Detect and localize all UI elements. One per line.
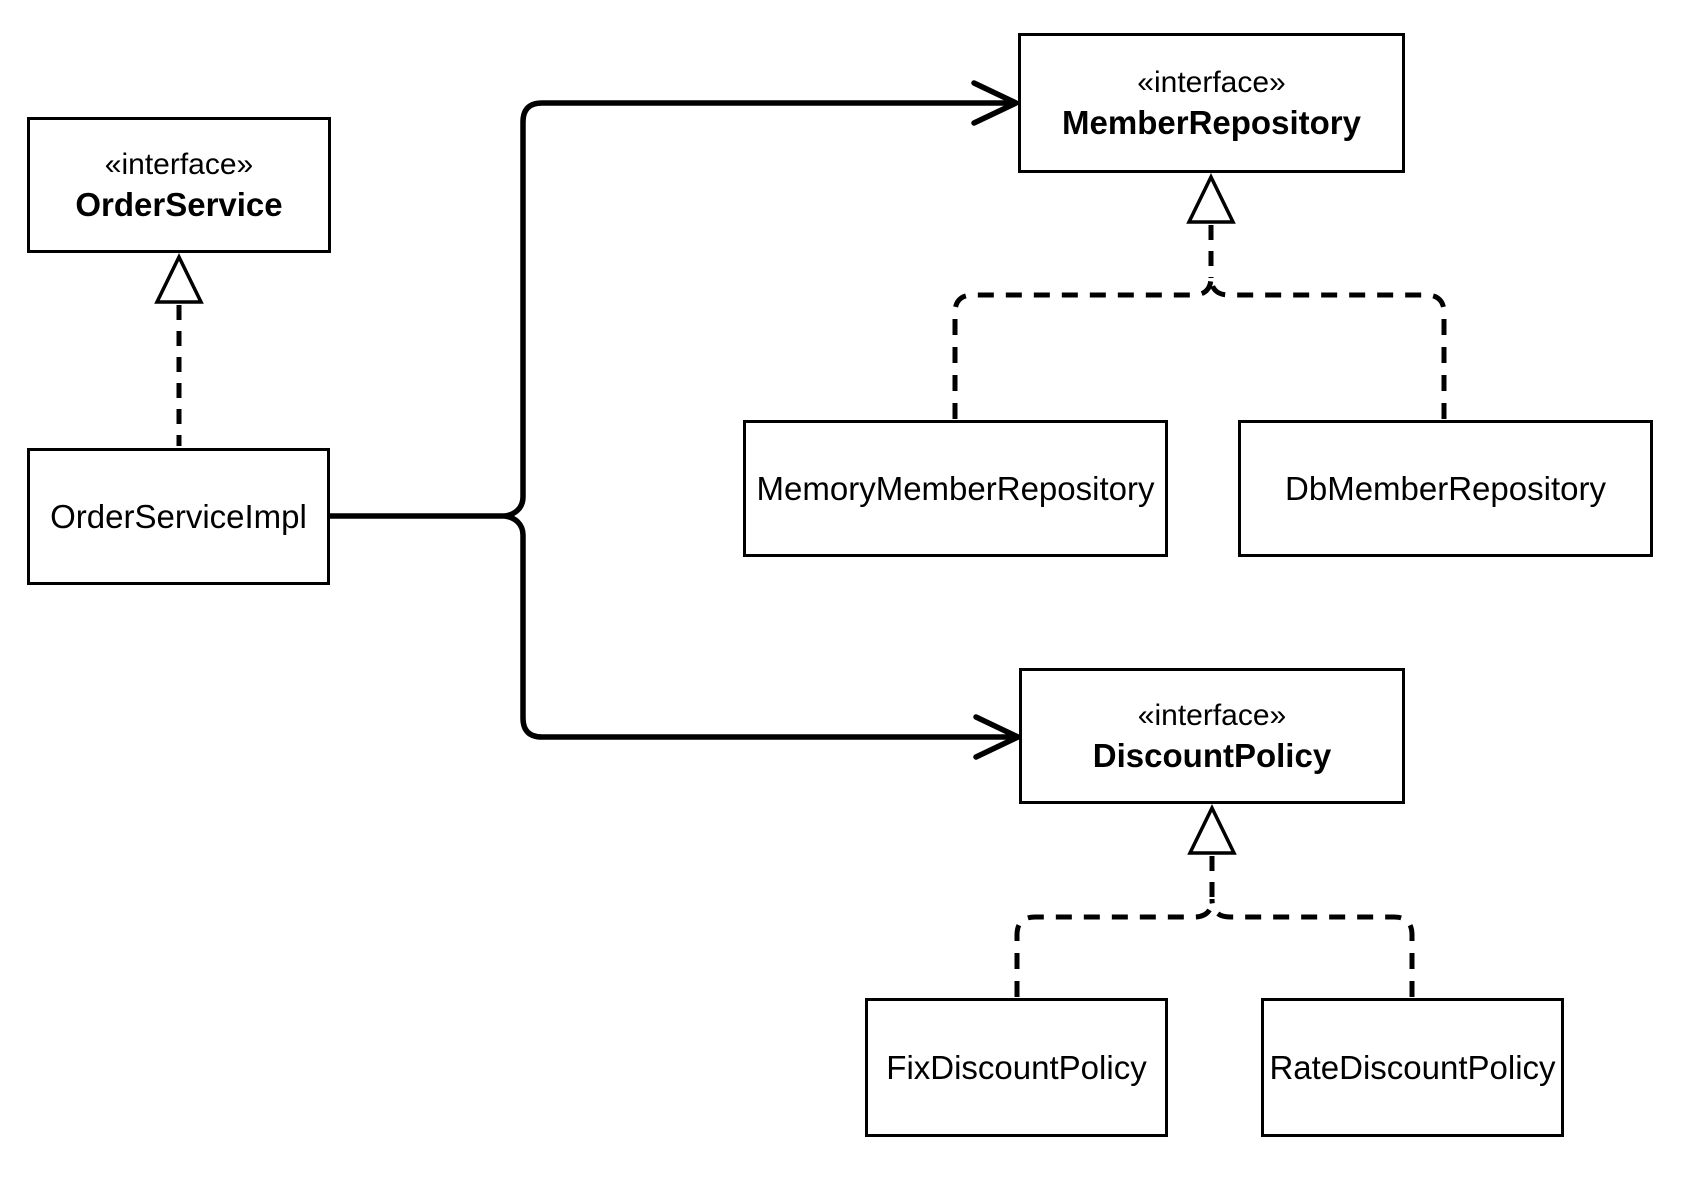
node-name: FixDiscountPolicy — [886, 1048, 1147, 1086]
stereotype-label: «interface» — [104, 148, 254, 181]
hollow-triangle-icon — [1187, 804, 1237, 855]
node-order-service-impl: OrderServiceImpl — [27, 448, 330, 585]
hollow-triangle-icon — [1186, 173, 1236, 224]
node-fix-discount-policy: FixDiscountPolicy — [865, 998, 1168, 1137]
hollow-triangle-icon — [154, 253, 204, 304]
node-name: MemoryMemberRepository — [756, 469, 1155, 507]
stereotype-label: «interface» — [1137, 66, 1286, 99]
realization-edge-dbmemberrepository-memberrepository — [1208, 276, 1447, 419]
node-member-repository: «interface» MemberRepository — [1018, 33, 1405, 173]
node-name: OrderServiceImpl — [50, 497, 307, 535]
node-name: OrderService — [75, 186, 283, 223]
stereotype-label: «interface» — [1137, 699, 1287, 732]
node-name: MemberRepository — [1062, 104, 1361, 141]
open-arrowhead-icon — [973, 714, 1021, 760]
dependency-edge-orderserviceimpl-memberrepository — [330, 80, 1019, 519]
node-order-service: «interface» OrderService — [27, 117, 331, 253]
realization-edge-ratediscountpolicy-discountpolicy — [1209, 898, 1415, 997]
dependency-edge-orderserviceimpl-discountpolicy — [504, 513, 1021, 760]
node-name: DbMemberRepository — [1285, 469, 1606, 507]
realization-edge-fixdiscountpolicy-discountpolicy — [1014, 898, 1215, 997]
node-rate-discount-policy: RateDiscountPolicy — [1261, 998, 1564, 1137]
node-discount-policy: «interface» DiscountPolicy — [1019, 668, 1405, 804]
node-name: RateDiscountPolicy — [1269, 1048, 1556, 1086]
realization-arrow-memberrepository — [1186, 173, 1236, 278]
open-arrowhead-icon — [971, 80, 1019, 126]
node-db-member-repository: DbMemberRepository — [1238, 420, 1653, 557]
realization-edge-memorymemberrepository-memberrepository — [952, 276, 1214, 419]
realization-arrow-discountpolicy — [1187, 804, 1237, 900]
node-memory-member-repository: MemoryMemberRepository — [743, 420, 1168, 557]
realization-edge-orderserviceimpl-orderservice — [154, 253, 204, 446]
node-name: DiscountPolicy — [1092, 737, 1332, 774]
